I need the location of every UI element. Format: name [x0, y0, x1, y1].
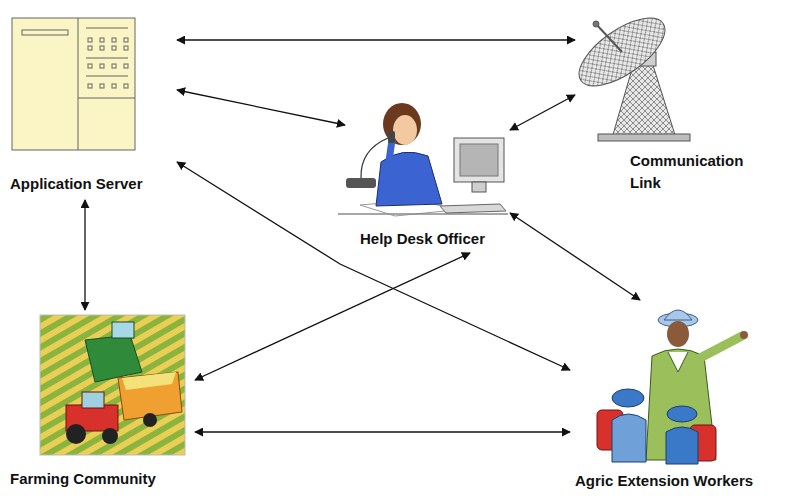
help-desk-figure [338, 103, 508, 216]
double-arrow [177, 162, 570, 370]
double-arrow [195, 431, 570, 432]
illustrated-node: Help Desk Officer [345, 95, 510, 253]
illustrated-node: Farming Community [5, 310, 195, 493]
node-label: Communication Link [630, 150, 755, 194]
double-arrow [177, 39, 575, 40]
server-icon [12, 18, 135, 150]
double-arrow [177, 90, 345, 125]
illustrated-node: Agric Extension Workers [570, 300, 795, 495]
double-arrow [510, 95, 575, 130]
node-label: Farming Community [10, 468, 156, 490]
double-arrow [84, 200, 85, 310]
illustrated-node: Application Server [5, 12, 177, 200]
satellite-dish [568, 5, 690, 141]
node-label: Help Desk Officer [360, 228, 485, 250]
double-arrow [510, 213, 640, 300]
farm-scene [40, 315, 185, 455]
node-label: Application Server [10, 173, 143, 195]
node-label: Agric Extension Workers [575, 470, 753, 492]
illustrated-node: Communication Link [575, 2, 780, 197]
double-arrow [195, 253, 470, 380]
extension-workers-figure [597, 310, 748, 464]
